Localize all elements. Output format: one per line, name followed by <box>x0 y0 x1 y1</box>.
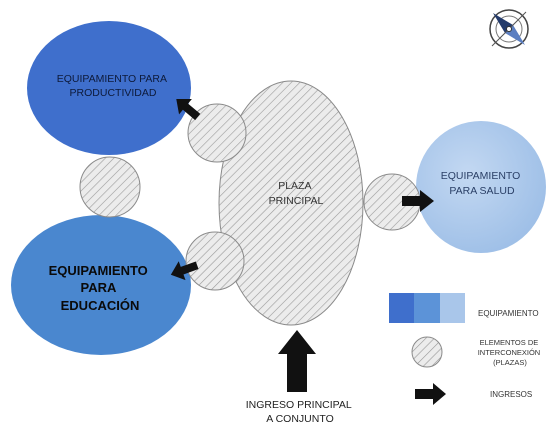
plaza-principal <box>218 80 364 326</box>
arrow-icon <box>170 261 199 281</box>
svg-text:PLAZA PRINCIPAL: PLAZA PRINCIPAL <box>269 180 324 207</box>
legend-swatch-3 <box>440 293 465 323</box>
entrance-label-line1: INGRESO PRINCIPAL <box>246 399 352 411</box>
legend: EQUIPAMIENTO ELEMENTOS DE INTERCONEXIÓN … <box>389 293 543 405</box>
legend-interconexion-line1: ELEMENTOS DE <box>480 338 539 347</box>
salud-label-line2: PARA SALUD <box>449 185 515 197</box>
legend-swatch-2 <box>414 293 440 323</box>
svg-text:ELEMENTOS DE INTERCONEXI: ELEMENTOS DE INTERCONEXIÓN (PLAZAS) <box>478 338 543 367</box>
productividad-label-line1: EQUIPAMIENTO PARA <box>57 73 167 85</box>
svg-text:INGRESO PRINCIPAL A CONJUN: INGRESO PRINCIPAL A CONJUNTO <box>246 399 355 425</box>
north-arrow-compass-icon <box>489 9 529 49</box>
entrance-label-line2: A CONJUNTO <box>266 413 333 425</box>
zone-educacion <box>11 215 191 355</box>
legend-interconexion-line2: INTERCONEXIÓN <box>478 348 541 357</box>
educacion-label-line1: EQUIPAMIENTO <box>49 263 148 278</box>
plaza-label-line1: PLAZA <box>278 180 311 192</box>
legend-interconexion-line3: (PLAZAS) <box>493 358 527 367</box>
zone-salud <box>416 121 546 253</box>
educacion-label-line2: PARA <box>80 280 116 295</box>
salud-label-line1: EQUIPAMIENTO <box>441 170 521 182</box>
productividad-label-line2: PRODUCTIVIDAD <box>70 87 157 99</box>
svg-text:EQUIPAMIENTO PARA SALUD: EQUIPAMIENTO PARA SALUD <box>441 170 523 197</box>
legend-plaza-symbol <box>411 336 443 368</box>
arrow-icon <box>176 99 201 121</box>
svg-text:EQUIPAMIENTO PARA PRODUCTI: EQUIPAMIENTO PARA PRODUCTIVIDAD <box>57 73 170 99</box>
zone-productividad <box>27 21 191 155</box>
interconnection-plaza <box>187 103 247 163</box>
legend-arrow-icon <box>415 383 446 405</box>
arrow-icon <box>278 330 316 392</box>
interconnection-plaza <box>185 231 245 291</box>
legend-ingresos-label: INGRESOS <box>490 390 532 399</box>
interconnection-plaza <box>79 156 141 218</box>
legend-swatch-1 <box>389 293 414 323</box>
svg-text:EQUIPAMIENTO PARA EDUC: EQUIPAMIENTO PARA EDUCACIÓN <box>49 263 152 313</box>
arrow-icon <box>402 190 434 212</box>
plaza-label-line2: PRINCIPAL <box>269 195 324 207</box>
educacion-label-line3: EDUCACIÓN <box>61 298 140 313</box>
legend-equipamiento-label: EQUIPAMIENTO <box>478 309 539 318</box>
